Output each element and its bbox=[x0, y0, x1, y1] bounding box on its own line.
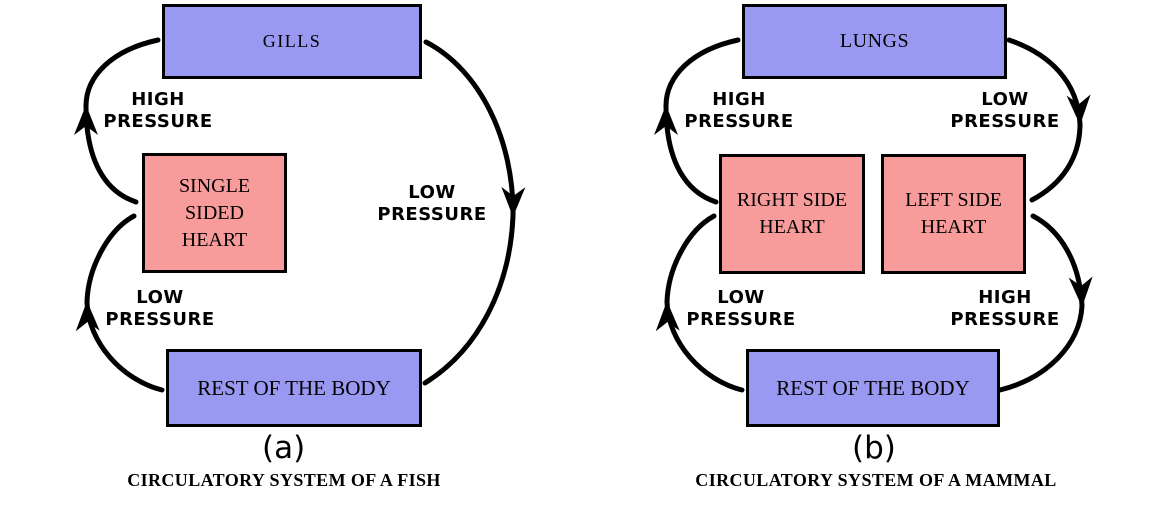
arrow-mammal-body-to-rheart-tail bbox=[664, 213, 717, 305]
mammal-arrows bbox=[654, 37, 1093, 393]
lungs-box: LUNGS bbox=[742, 4, 1007, 79]
arrow-fish-heart-to-gills-tail bbox=[83, 37, 161, 109]
rest-of-body-box-mammal: REST OF THE BODY bbox=[746, 349, 1000, 427]
gills-label: GILLS bbox=[262, 31, 322, 51]
rest-of-body-label-fish: REST OF THE BODY bbox=[197, 375, 391, 400]
single-sided-heart-box: SINGLE SIDED HEART bbox=[142, 153, 287, 273]
low-pressure-label-fish-bottom: LOW PRESSURE bbox=[105, 287, 215, 330]
caption-fish: CIRCULATORY SYSTEM OF A FISH bbox=[127, 470, 441, 490]
arrow-fish-gills-to-body-tail bbox=[422, 213, 516, 386]
low-pressure-label-fish-right: LOW PRESSURE bbox=[377, 182, 487, 225]
low-pressure-label-mammal-top: LOW PRESSURE bbox=[950, 89, 1060, 132]
arrow-mammal-lheart-to-body-tail bbox=[997, 303, 1085, 393]
lungs-label: LUNGS bbox=[839, 30, 910, 52]
single-sided-heart-label: SINGLE SIDED HEART bbox=[178, 174, 251, 251]
arrow-fish-heart-to-gills bbox=[74, 103, 139, 205]
right-side-heart-box: RIGHT SIDE HEART bbox=[719, 154, 865, 274]
arrow-mammal-rheart-to-lungs-tail bbox=[663, 37, 741, 109]
rest-of-body-box-fish: REST OF THE BODY bbox=[166, 349, 422, 427]
panel-letter-a: (a) bbox=[262, 430, 306, 466]
arrow-mammal-rheart-to-lungs bbox=[654, 103, 719, 205]
high-pressure-label-mammal-bottom: HIGH PRESSURE bbox=[950, 287, 1060, 330]
arrow-mammal-lungs-to-lheart-tail bbox=[1029, 121, 1083, 203]
arrow-fish-gills-to-body bbox=[423, 39, 526, 219]
arrow-mammal-body-to-rheart bbox=[655, 299, 745, 393]
left-side-heart-box: LEFT SIDE HEART bbox=[881, 154, 1026, 274]
right-side-heart-label: RIGHT SIDE HEART bbox=[736, 189, 848, 238]
gills-box: GILLS bbox=[162, 4, 422, 79]
panel-letter-b: (b) bbox=[852, 430, 896, 466]
high-pressure-label-fish: HIGH PRESSURE bbox=[103, 89, 213, 132]
arrow-mammal-lheart-to-body bbox=[1030, 213, 1093, 309]
rest-of-body-label-mammal: REST OF THE BODY bbox=[776, 375, 970, 400]
arrow-mammal-lungs-to-lheart bbox=[1006, 37, 1091, 127]
arrow-fish-body-to-heart-tail bbox=[84, 213, 137, 305]
low-pressure-label-mammal-bottom: LOW PRESSURE bbox=[686, 287, 796, 330]
high-pressure-label-mammal-top: HIGH PRESSURE bbox=[684, 89, 794, 132]
caption-mammal: CIRCULATORY SYSTEM OF A MAMMAL bbox=[695, 470, 1057, 490]
fish-arrows bbox=[74, 37, 526, 393]
arrow-fish-body-to-heart bbox=[75, 299, 165, 393]
left-side-heart-label: LEFT SIDE HEART bbox=[905, 189, 1002, 238]
